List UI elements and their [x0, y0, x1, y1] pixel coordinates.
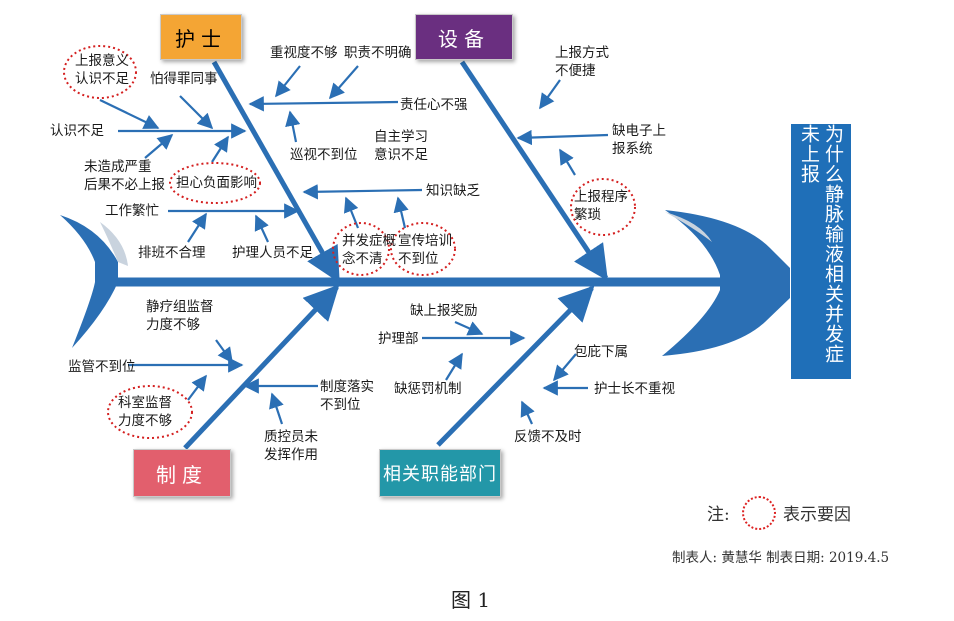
figure-caption: 图 1: [451, 588, 491, 612]
cause-label: 职责不明确: [344, 45, 412, 61]
category-dept: 相关职能部门: [379, 449, 501, 497]
arrow-p2: [454, 320, 484, 336]
cause-label: 静疗组监督力度不够: [146, 299, 214, 333]
cause-label: 怕得罪同事: [150, 71, 218, 87]
cause-label: 巡视不到位: [290, 147, 358, 163]
bone-device: [459, 60, 609, 281]
cause-label: 并发症概念不清: [342, 233, 396, 267]
problem-statement: 为什么静脉输液相关并发症未上报: [791, 124, 851, 379]
arrow-s1: [215, 339, 233, 364]
key-circle-2: [169, 162, 261, 204]
cause-label: 自主学习意识不足: [374, 129, 428, 163]
credit-line: 制表人: 黄慧华 制表日期: 2019.4.5: [672, 550, 890, 566]
cause-label: 认识不足: [50, 123, 104, 139]
cause-label: 工作繁忙: [105, 203, 159, 219]
arrow-n8: [254, 214, 269, 243]
arrow-p4: [553, 353, 577, 382]
arrow-d1: [539, 79, 561, 110]
cause-label: 责任心不强: [400, 97, 468, 113]
key-circle-4: [390, 222, 456, 276]
legend-text: 表示要因: [783, 505, 851, 525]
cause-label: 知识缺乏: [426, 183, 480, 199]
cause-label: 质控员未发挥作用: [264, 429, 318, 463]
cause-label: 缺惩罚机制: [394, 381, 462, 397]
key-circle-3: [332, 222, 390, 276]
arrow-n12: [285, 110, 301, 143]
key-circle-6: [107, 385, 193, 439]
cause-label: 缺上报奖励: [410, 303, 478, 319]
cause-label: 护士长不重视: [594, 381, 675, 397]
arrow-n10: [275, 65, 301, 98]
fish-tail-shadow: [100, 222, 128, 266]
fish-head: [662, 210, 790, 356]
arrow-n5: [211, 135, 229, 163]
cause-label: 护理人员不足: [232, 245, 313, 261]
arrow-n15: [393, 196, 409, 229]
cause-label: 重视度不够: [270, 45, 338, 61]
arrow-s3: [187, 374, 207, 401]
arrow-p6: [520, 400, 535, 425]
key-circle-1: [63, 45, 137, 99]
legend-prefix: 注:: [707, 505, 730, 525]
arrow-n2: [99, 99, 160, 129]
cause-label: 科室监督力度不够: [118, 395, 172, 429]
cause-label: 担心负面影响: [176, 175, 257, 191]
arrow-n3: [179, 95, 214, 130]
legend-circle-icon: [742, 496, 776, 530]
bone-dept: [436, 285, 595, 447]
cause-label: 制度落实不到位: [320, 379, 374, 413]
fish-tail: [60, 215, 118, 348]
cause-label: 反馈不及时: [514, 429, 582, 445]
cause-label: 上报方式不便捷: [555, 45, 609, 79]
arrow-n11: [328, 65, 359, 100]
arrow-n7: [187, 212, 207, 243]
category-system: 制度: [133, 449, 231, 497]
bone-nurse: [211, 60, 341, 284]
arrow-d3: [559, 148, 576, 176]
arrow-s5: [269, 392, 284, 425]
category-device: 设备: [415, 14, 513, 60]
cause-label: 未造成严重后果不必上报: [84, 159, 165, 193]
cause-label: 宣传培训不到位: [398, 233, 452, 267]
bone-system: [183, 284, 340, 450]
cause-label: 包庇下属: [574, 344, 628, 360]
cause-label: 监管不到位: [68, 359, 136, 375]
arrow-n4: [144, 134, 174, 159]
cause-label: 缺电子上报系统: [612, 123, 666, 157]
key-circle-5: [570, 178, 636, 236]
cause-label: 排班不合理: [138, 245, 206, 261]
arrow-d2: [516, 129, 609, 146]
cause-label: 上报意义认识不足: [75, 53, 129, 87]
category-nurse: 护士: [160, 14, 242, 60]
arrow-n9: [248, 96, 399, 112]
cause-label: 护理部: [378, 331, 419, 347]
cause-label: 上报程序繁琐: [574, 189, 628, 223]
arrow-p3: [445, 352, 463, 381]
arrow-n13: [302, 184, 423, 200]
